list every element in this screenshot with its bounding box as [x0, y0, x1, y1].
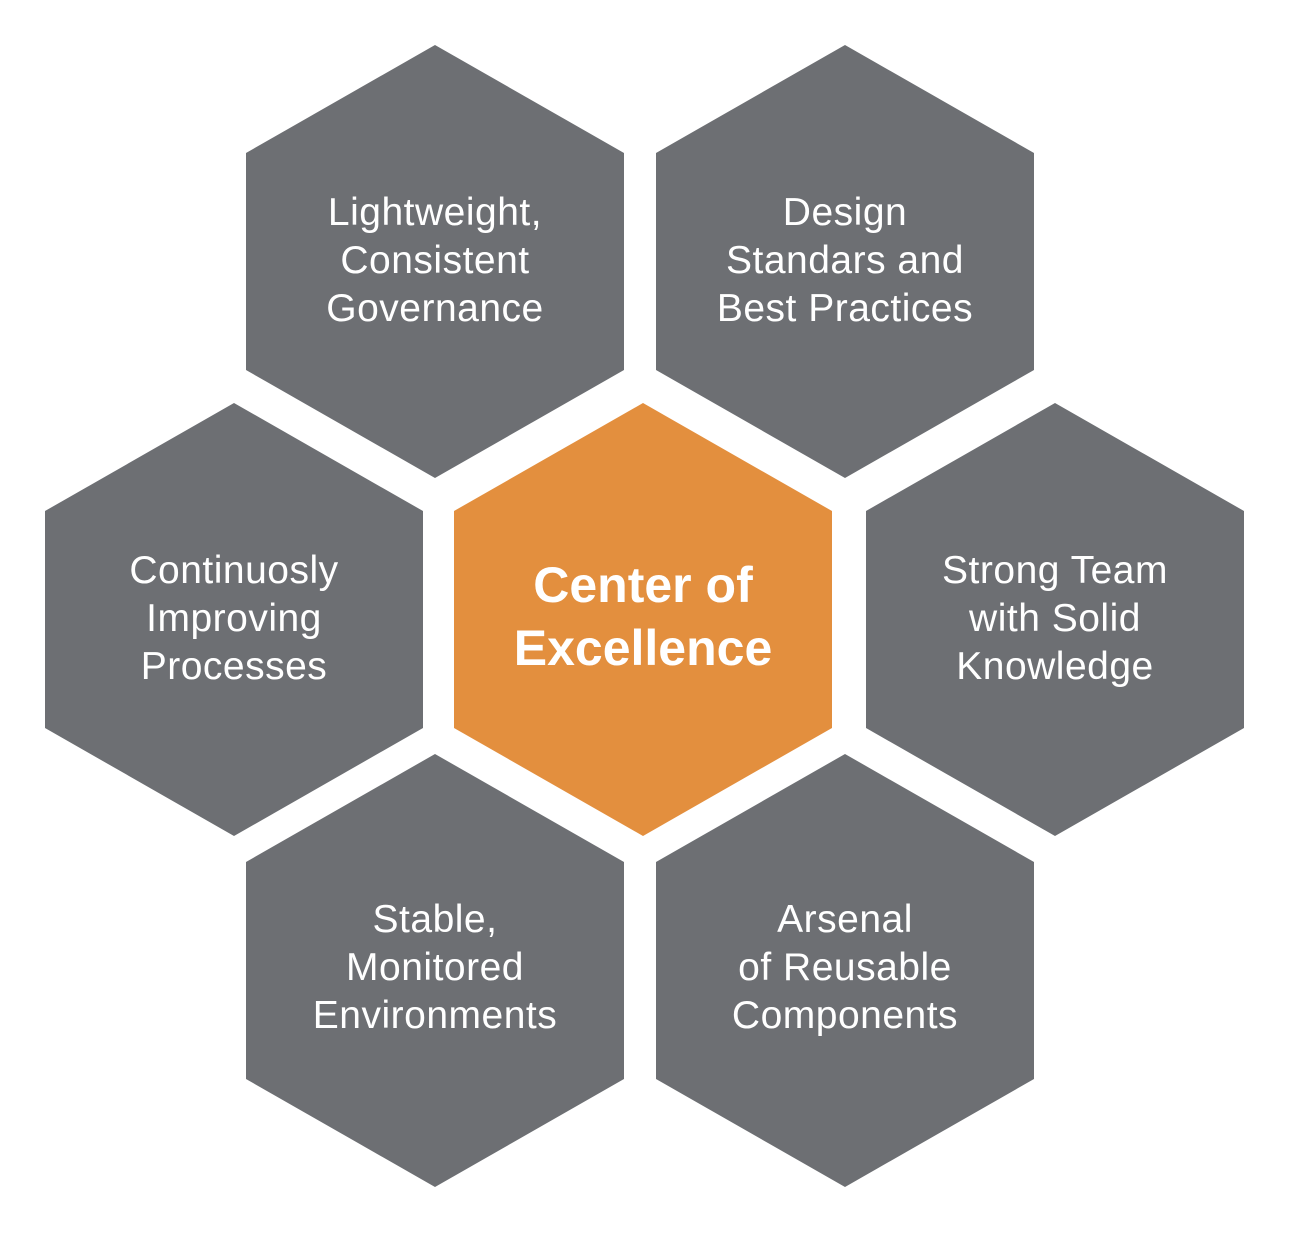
- hexagon-top-left: [246, 45, 624, 478]
- hexagon-mid-right: [866, 403, 1244, 836]
- hexagon-bottom-left: [246, 754, 624, 1187]
- label-line: Improving: [146, 597, 322, 640]
- label-line: Best Practices: [716, 287, 974, 330]
- hexagon-label-mid-left: Continuosly Improving Processes: [74, 547, 394, 691]
- label-line: Components: [731, 994, 959, 1037]
- hexagon-top-right: [656, 45, 1034, 478]
- label-line: Processes: [140, 645, 328, 688]
- label-line: Stable,: [372, 898, 498, 941]
- label-line: Governance: [326, 287, 544, 330]
- label-line: with Solid: [969, 597, 1141, 640]
- label-line: Strong Team: [942, 549, 1168, 592]
- hexagon-label-top-left: Lightweight, Consistent Governance: [275, 189, 595, 333]
- center-label: Center of Excellence: [483, 554, 803, 680]
- hexagon-label-top-right: Design Standars and Best Practices: [685, 189, 1005, 333]
- label-line: Environments: [312, 994, 558, 1037]
- label-line: of Reusable: [738, 946, 952, 989]
- hexagon-mid-left: [45, 403, 423, 836]
- hexagon-label-bottom-left: Stable, Monitored Environments: [275, 896, 595, 1040]
- center-label-line: Center of: [533, 557, 753, 613]
- label-line: Continuosly: [129, 549, 339, 592]
- label-line: Arsenal: [777, 898, 913, 941]
- hexagon-bottom-right: [656, 754, 1034, 1187]
- label-line: Knowledge: [956, 645, 1154, 688]
- label-line: Monitored: [346, 946, 524, 989]
- label-line: Consistent: [340, 239, 530, 282]
- label-line: Standars and: [725, 239, 964, 282]
- label-line: Design: [782, 191, 908, 234]
- center-label-line: Excellence: [513, 620, 773, 676]
- label-line: Lightweight,: [327, 191, 543, 234]
- hexagon-center: [454, 403, 832, 836]
- hexagon-label-bottom-right: Arsenal of Reusable Components: [685, 896, 1005, 1040]
- hexagon-label-mid-right: Strong Team with Solid Knowledge: [895, 547, 1215, 691]
